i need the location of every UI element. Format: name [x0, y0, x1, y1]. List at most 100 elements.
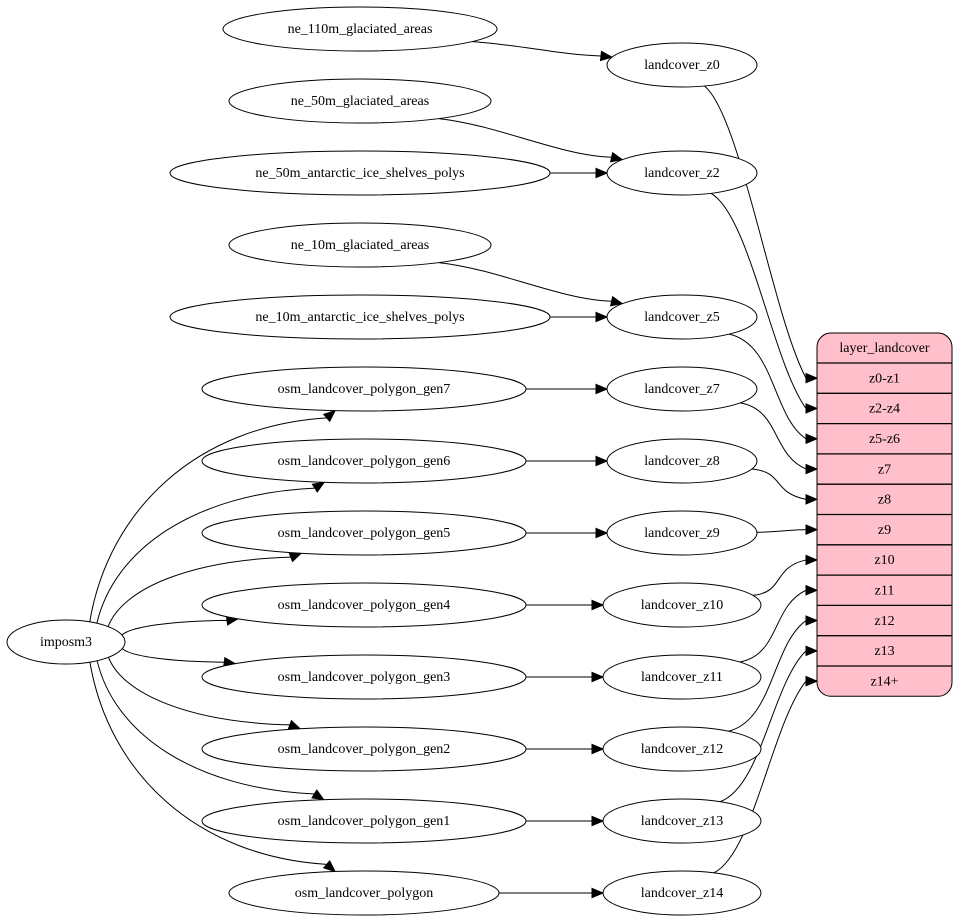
edge-imposm3-to-osm_landcover_polygon_gen7 [89, 409, 337, 622]
edge-arrowhead [805, 675, 819, 687]
edge-path [438, 262, 612, 302]
record-row-z12[interactable]: z12 [874, 614, 894, 629]
edge-landcover_z14-to-layer_landcover-z14plus [713, 675, 819, 874]
edge-arrowhead [595, 167, 609, 179]
node-landcover_z9[interactable]: landcover_z9 [606, 510, 758, 556]
edge-osm_landcover_polygon_gen7-to-landcover_z7 [526, 383, 609, 395]
record-row-z8[interactable]: z8 [878, 493, 891, 508]
node-landcover_z5[interactable]: landcover_z5 [606, 294, 758, 340]
edge-arrowhead [805, 524, 819, 536]
node-osm_landcover_polygon_gen1[interactable]: osm_landcover_polygon_gen1 [201, 798, 527, 844]
node-landcover_z2[interactable]: landcover_z2 [606, 150, 758, 196]
node-label-landcover_z2: landcover_z2 [644, 166, 719, 181]
edge-arrowhead [595, 383, 609, 395]
record-row-z10[interactable]: z10 [874, 553, 894, 568]
record-row-z0z1[interactable]: z0-z1 [869, 371, 900, 386]
record-row-z14plus[interactable]: z14+ [870, 674, 898, 689]
node-label-imposm3: imposm3 [40, 635, 92, 650]
record-node-layer-landcover: layer_landcover z0-z1 z2-z4 z5-z6 z7 z8 z9 z10 z… [816, 332, 953, 697]
node-landcover_z13[interactable]: landcover_z13 [602, 798, 762, 844]
edge-path [438, 118, 612, 158]
edge-path [704, 85, 807, 379]
node-landcover_z12[interactable]: landcover_z12 [602, 726, 762, 772]
edge-arrowhead [609, 295, 624, 307]
edge-path [719, 650, 807, 803]
node-label-ne_10m_antarctic_ice_shelves_polys: ne_10m_antarctic_ice_shelves_polys [255, 310, 464, 325]
node-landcover_z7[interactable]: landcover_z7 [606, 366, 758, 412]
node-ne_50m_antarctic_ice_shelves_polys[interactable]: ne_50m_antarctic_ice_shelves_polys [169, 150, 551, 196]
node-ne_10m_antarctic_ice_shelves_polys[interactable]: ne_10m_antarctic_ice_shelves_polys [169, 294, 551, 340]
node-label-landcover_z9: landcover_z9 [644, 526, 719, 541]
edge-arrowhead [322, 409, 337, 423]
edge-osm_landcover_polygon_gen3-to-landcover_z11 [526, 671, 605, 683]
node-label-ne_50m_antarctic_ice_shelves_polys: ne_50m_antarctic_ice_shelves_polys [255, 166, 464, 181]
record-row-z7[interactable]: z7 [878, 462, 891, 477]
node-label-landcover_z5: landcover_z5 [644, 310, 719, 325]
node-landcover_z14[interactable]: landcover_z14 [602, 870, 762, 916]
edge-arrowhead [591, 743, 605, 755]
record-row-z13[interactable]: z13 [874, 644, 894, 659]
edge-path [96, 487, 315, 624]
node-label-landcover_z12: landcover_z12 [641, 742, 723, 757]
edge-path [728, 620, 807, 732]
node-label-landcover_z8: landcover_z8 [644, 454, 719, 469]
node-label-landcover_z7: landcover_z7 [644, 382, 719, 397]
node-label-osm_landcover_polygon_gen5: osm_landcover_polygon_gen5 [278, 526, 451, 541]
node-imposm3[interactable]: imposm3 [6, 619, 126, 665]
record-row-z9[interactable]: z9 [878, 523, 891, 538]
edge-path [96, 660, 315, 795]
edge-arrowhead [288, 552, 303, 563]
record-row-z11[interactable]: z11 [875, 583, 895, 598]
node-landcover_z8[interactable]: landcover_z8 [606, 438, 758, 484]
edge-osm_landcover_polygon-to-landcover_z14 [498, 887, 605, 899]
edge-path [472, 41, 601, 57]
edge-arrowhead [805, 584, 819, 596]
edge-landcover_z0-to-layer_landcover-z0z1 [704, 85, 819, 384]
node-label-osm_landcover_polygon_gen1: osm_landcover_polygon_gen1 [278, 814, 451, 829]
edge-arrowhead [322, 859, 337, 873]
node-label-osm_landcover_polygon_gen4: osm_landcover_polygon_gen4 [278, 598, 451, 613]
edge-arrowhead [609, 151, 624, 163]
edge-path [728, 333, 807, 440]
node-label-ne_110m_glaciated_areas: ne_110m_glaciated_areas [288, 22, 433, 37]
edge-ne_110m_glaciated_areas-to-landcover_z0 [472, 41, 614, 62]
node-osm_landcover_polygon[interactable]: osm_landcover_polygon [228, 870, 500, 916]
node-label-osm_landcover_polygon: osm_landcover_polygon [295, 886, 433, 901]
edge-arrowhead [805, 554, 819, 566]
node-ne_50m_glaciated_areas[interactable]: ne_50m_glaciated_areas [228, 78, 492, 124]
node-label-osm_landcover_polygon_gen3: osm_landcover_polygon_gen3 [278, 670, 451, 685]
node-landcover_z11[interactable]: landcover_z11 [602, 654, 762, 700]
node-osm_landcover_polygon_gen4[interactable]: osm_landcover_polygon_gen4 [201, 582, 527, 628]
node-landcover_z0[interactable]: landcover_z0 [606, 42, 758, 88]
node-landcover_z10[interactable]: landcover_z10 [602, 582, 762, 628]
edge-osm_landcover_polygon_gen1-to-landcover_z13 [526, 815, 605, 827]
record-row-z2z4[interactable]: z2-z4 [869, 402, 900, 417]
edge-path [89, 417, 327, 622]
edge-arrowhead [595, 455, 609, 467]
node-ne_110m_glaciated_areas[interactable]: ne_110m_glaciated_areas [222, 6, 498, 52]
node-ne_10m_glaciated_areas[interactable]: ne_10m_glaciated_areas [228, 222, 492, 268]
node-osm_landcover_polygon_gen2[interactable]: osm_landcover_polygon_gen2 [201, 726, 527, 772]
edge-landcover_z12-to-layer_landcover-z12 [728, 615, 819, 732]
edge-path [739, 589, 807, 663]
edge-arrowhead [805, 493, 819, 505]
node-osm_landcover_polygon_gen7[interactable]: osm_landcover_polygon_gen7 [201, 366, 527, 412]
edge-landcover_z2-to-layer_landcover-z2z4 [710, 192, 819, 414]
node-label-landcover_z13: landcover_z13 [641, 814, 723, 829]
node-osm_landcover_polygon_gen6[interactable]: osm_landcover_polygon_gen6 [201, 438, 527, 484]
node-osm_landcover_polygon_gen5[interactable]: osm_landcover_polygon_gen5 [201, 510, 527, 556]
edge-path [753, 559, 807, 596]
nodes-layer: imposm3 ne_110m_glaciated_areas ne_50m_gla… [6, 6, 762, 916]
node-label-landcover_z10: landcover_z10 [641, 598, 723, 613]
node-label-osm_landcover_polygon_gen2: osm_landcover_polygon_gen2 [278, 742, 451, 757]
edge-landcover_z5-to-layer_landcover-z5z6 [728, 333, 819, 445]
edge-landcover_z9-to-layer_landcover-z9 [756, 524, 819, 536]
node-label-landcover_z14: landcover_z14 [641, 886, 723, 901]
edges-layer [89, 41, 819, 899]
record-header-label: layer_landcover [839, 341, 930, 356]
node-label-ne_10m_glaciated_areas: ne_10m_glaciated_areas [291, 238, 429, 253]
edge-osm_landcover_polygon_gen4-to-landcover_z10 [526, 599, 605, 611]
record-row-z5z6[interactable]: z5-z6 [869, 432, 900, 447]
node-osm_landcover_polygon_gen3[interactable]: osm_landcover_polygon_gen3 [201, 654, 527, 700]
